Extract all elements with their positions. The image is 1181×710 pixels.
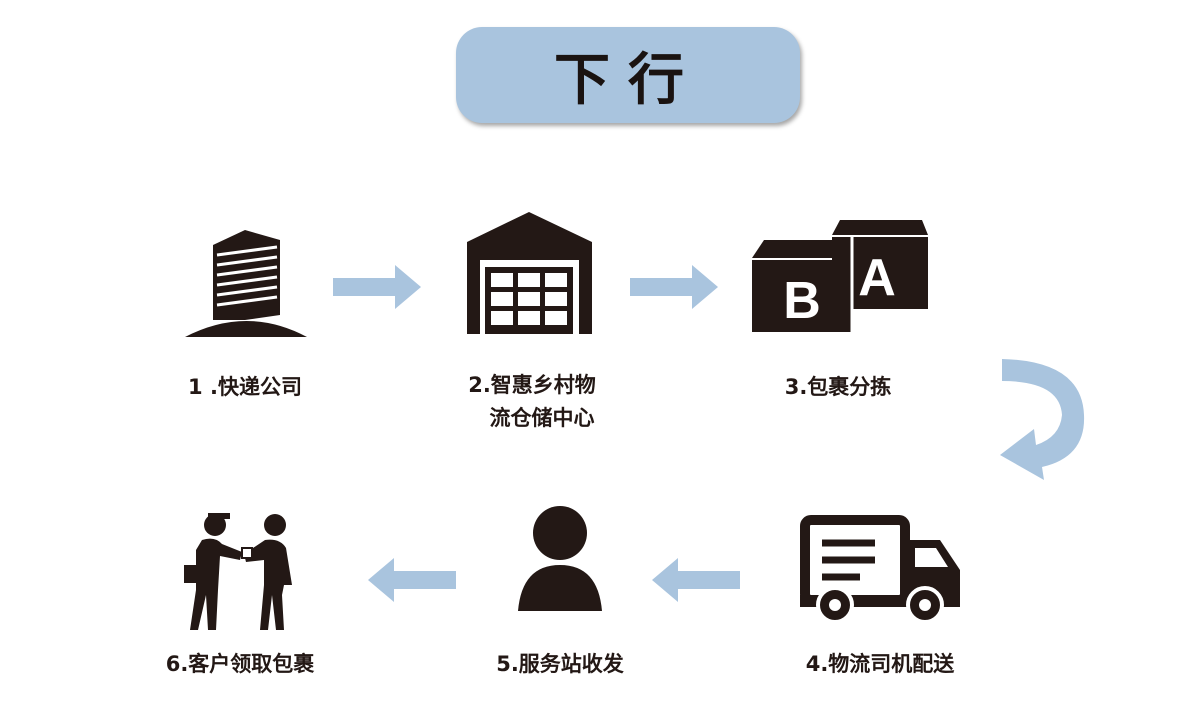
- curved-arrow-icon: [1000, 359, 1085, 480]
- step-6-label: 6.客户领取包裹: [165, 652, 315, 676]
- arrow-left-icon: [652, 558, 740, 602]
- package-handoff-icon: [184, 513, 292, 630]
- title-text: 下行: [554, 47, 702, 113]
- box-letter-b: B: [783, 272, 821, 330]
- arrow-left-icon: [368, 558, 456, 602]
- warehouse-icon: [467, 212, 592, 334]
- step-2-label-line2: 流仓储中心: [489, 406, 595, 430]
- step-1-label: 1 .快递公司: [188, 375, 302, 399]
- sorting-boxes-icon: B A: [752, 220, 928, 332]
- person-icon: [518, 506, 602, 611]
- delivery-truck-icon: [800, 515, 960, 624]
- step-4-label: 4.物流司机配送: [805, 652, 955, 676]
- step-5-label: 5.服务站收发: [496, 652, 624, 676]
- step-2-label-line1: 2.智惠乡村物: [468, 373, 596, 397]
- office-building-icon: [185, 230, 307, 337]
- arrow-right-icon: [333, 265, 421, 309]
- arrow-right-icon: [630, 265, 718, 309]
- title-banner: 下行: [456, 27, 800, 123]
- box-letter-a: A: [858, 249, 896, 307]
- step-3-label: 3.包裹分拣: [784, 375, 892, 399]
